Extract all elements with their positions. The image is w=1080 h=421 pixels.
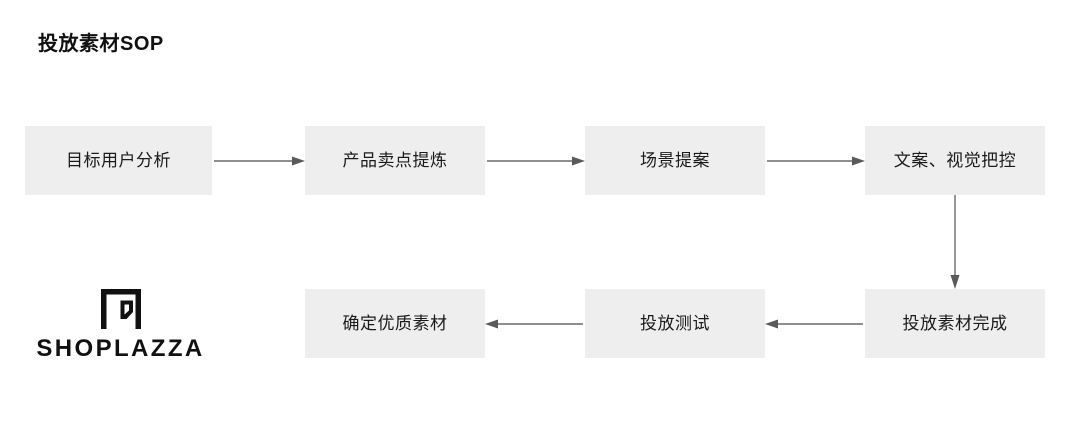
arrow-n6-to-n5-icon [485,315,585,333]
arrow-n3-to-n4-icon [765,152,865,170]
arrow-n7-to-n6-icon [765,315,865,333]
brand-logo: SHOPLAZZA [33,286,208,364]
flow-node-confirm-quality-material[interactable]: 确定优质素材 [305,289,485,358]
arrow-n2-to-n3-icon [485,152,585,170]
flow-node-label: 投放测试 [640,314,710,333]
flow-node-label: 产品卖点提炼 [342,151,448,170]
flow-node-label: 确定优质素材 [342,314,448,333]
shoplazza-arch-logo-icon [98,286,144,329]
flow-node-target-user-analysis[interactable]: 目标用户分析 [25,126,212,195]
flow-node-label: 目标用户分析 [66,151,171,170]
flow-node-product-selling-points[interactable]: 产品卖点提炼 [305,126,485,195]
flow-node-label: 文案、视觉把控 [893,151,1017,170]
flow-node-label: 投放素材完成 [902,314,1008,333]
arrow-n1-to-n2-icon [212,152,305,170]
arrow-n4-to-n7-icon [946,195,964,289]
brand-wordmark: SHOPLAZZA [36,335,205,362]
flow-node-scenario-proposal[interactable]: 场景提案 [585,126,765,195]
page-title: 投放素材SOP [38,33,164,55]
flow-node-delivery-test[interactable]: 投放测试 [585,289,765,358]
flow-node-label: 场景提案 [640,151,710,170]
flow-node-copy-and-visual-control[interactable]: 文案、视觉把控 [865,126,1045,195]
flow-node-material-completed[interactable]: 投放素材完成 [865,289,1045,358]
